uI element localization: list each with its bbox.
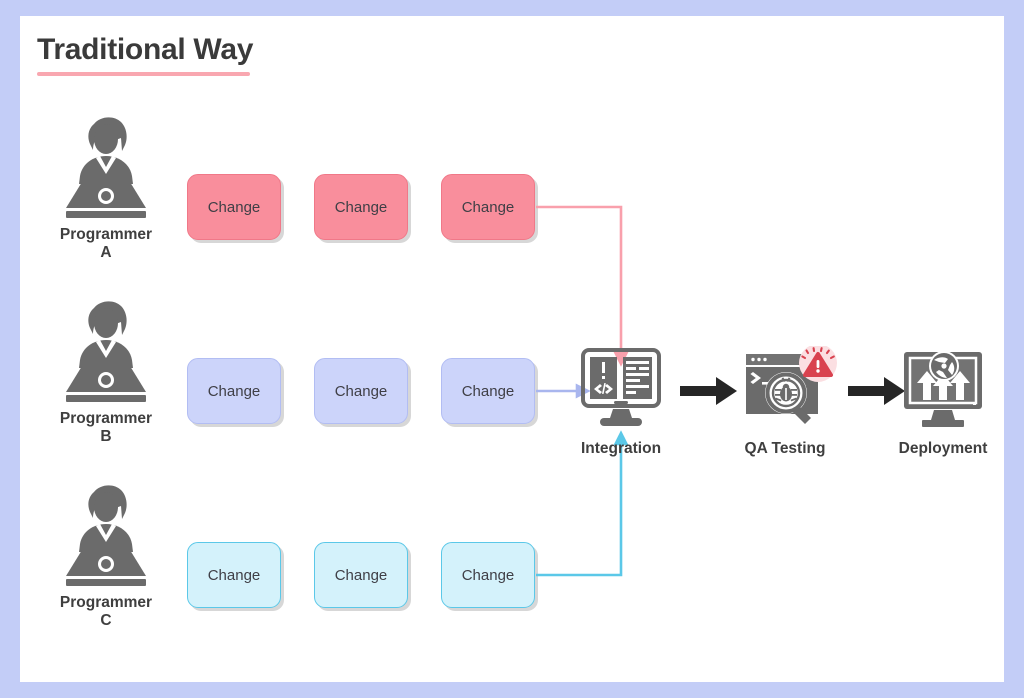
- programmer-c-label: Programmer C: [59, 594, 153, 629]
- change-box-b2-label: Change: [334, 382, 388, 400]
- change-box-a3[interactable]: Change: [441, 174, 535, 240]
- programmer-row-b: Programmer B Change Change Change: [20, 296, 1004, 456]
- arrow-integration-to-qa-icon: [680, 377, 737, 405]
- programmer-a: Programmer A: [34, 112, 178, 262]
- change-box-a3-label: Change: [461, 198, 515, 216]
- stage-qa-testing-label: QA Testing: [744, 440, 826, 457]
- diagram-panel: Traditional Way Pr: [20, 16, 1004, 682]
- programmer-b: Programmer B: [34, 296, 178, 446]
- bug-magnifier-icon: [746, 346, 837, 424]
- programmer-laptop-icon: [66, 301, 146, 402]
- programmer-laptop-icon: [66, 117, 146, 218]
- change-box-a1[interactable]: Change: [187, 174, 281, 240]
- page-title: Traditional Way: [37, 33, 254, 66]
- title-underline: [37, 72, 250, 76]
- programmer-laptop-icon: [66, 485, 146, 586]
- change-box-c2[interactable]: Change: [314, 542, 408, 608]
- change-box-a2-label: Change: [334, 198, 388, 216]
- change-box-c1-label: Change: [207, 566, 261, 584]
- change-box-c2-label: Change: [334, 566, 388, 584]
- change-box-b1-label: Change: [207, 382, 261, 400]
- change-box-a2[interactable]: Change: [314, 174, 408, 240]
- change-box-b3[interactable]: Change: [441, 358, 535, 424]
- title-block: Traditional Way: [37, 32, 253, 76]
- programmer-b-label: Programmer B: [59, 410, 153, 445]
- programmer-row-c: Programmer C Change Change Change: [20, 480, 1004, 640]
- change-box-b1[interactable]: Change: [187, 358, 281, 424]
- programmer-row-a: Programmer A Change Change Change: [20, 112, 1004, 272]
- change-box-c3-label: Change: [461, 566, 515, 584]
- change-box-b2[interactable]: Change: [314, 358, 408, 424]
- change-box-a1-label: Change: [207, 198, 261, 216]
- stage-qa-testing[interactable]: QA Testing: [720, 346, 850, 458]
- programmer-a-label: Programmer A: [59, 226, 153, 261]
- stage-integration[interactable]: Integration: [556, 346, 686, 458]
- change-box-b3-label: Change: [461, 382, 515, 400]
- monitor-upload-globe-icon: [904, 351, 982, 427]
- change-box-c1[interactable]: Change: [187, 542, 281, 608]
- programmer-c: Programmer C: [34, 480, 178, 630]
- arrow-qa-to-deployment-icon: [848, 377, 905, 405]
- monitor-code-icon: [581, 348, 661, 426]
- stage-deployment-label: Deployment: [898, 440, 988, 457]
- stage-integration-label: Integration: [580, 440, 662, 457]
- stage-deployment[interactable]: Deployment: [878, 346, 1008, 458]
- change-box-c3[interactable]: Change: [441, 542, 535, 608]
